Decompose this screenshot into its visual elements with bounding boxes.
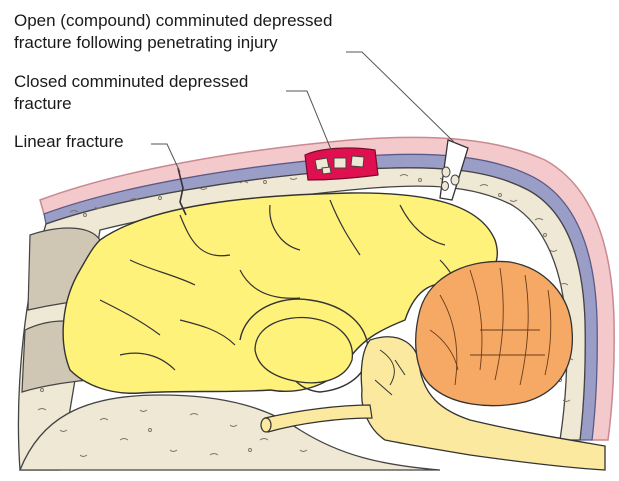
optic-nerve-end — [261, 418, 271, 432]
leader-open — [346, 52, 455, 143]
label-open-fracture-1: Open (compound) comminuted depressed — [14, 10, 332, 31]
label-closed-fracture-2: fracture — [14, 93, 72, 114]
label-open-fracture-2: fracture following penetrating injury — [14, 32, 278, 53]
optic-nerve — [265, 405, 372, 432]
cerebellum — [416, 261, 573, 405]
label-linear-fracture: Linear fracture — [14, 131, 124, 152]
label-closed-fracture-1: Closed comminuted depressed — [14, 71, 248, 92]
